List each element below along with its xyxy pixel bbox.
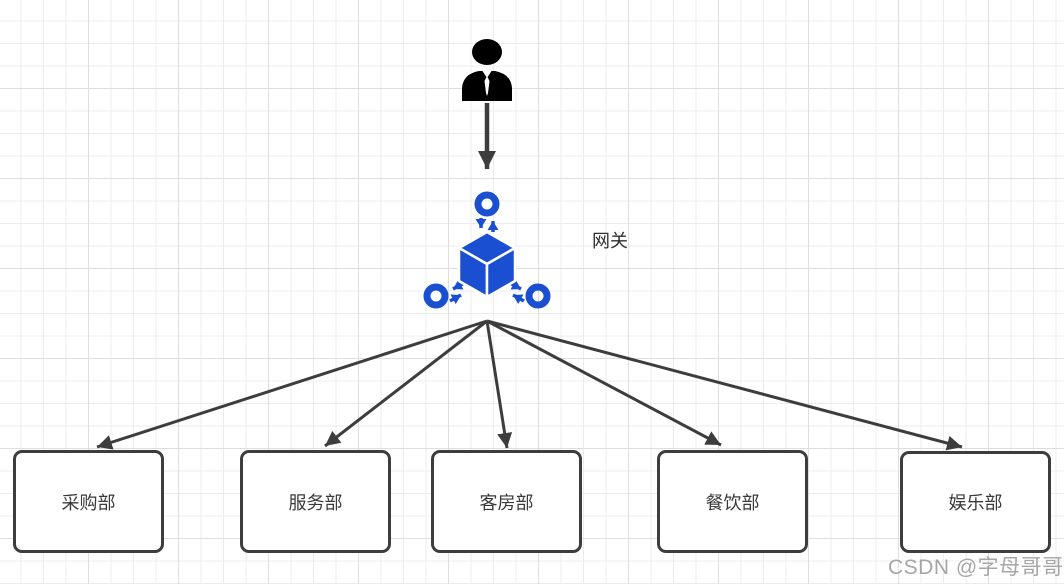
dept-box-canyin: 餐饮部 (657, 450, 808, 553)
dept-label: 餐饮部 (705, 492, 760, 513)
gateway-cube-icon (423, 191, 551, 309)
dept-box-fuwu: 服务部 (240, 450, 391, 553)
dept-box-caigou: 采购部 (13, 450, 164, 553)
gateway-label: 网关 (592, 231, 628, 251)
dept-label: 娱乐部 (948, 493, 1003, 513)
watermark: CSDN @字母哥哥 (888, 556, 1064, 579)
edge-gateway-to-dept-4 (486, 319, 722, 447)
gateway-port-left (423, 283, 449, 309)
edge-gateway-to-dept-3 (485, 320, 513, 449)
gateway-port-right (525, 283, 551, 309)
edge-gateway-to-dept-5 (486, 319, 963, 451)
dept-box-kefang: 客房部 (431, 450, 582, 553)
gateway-port-top (474, 191, 500, 217)
cube-shape (457, 230, 517, 299)
edge-gateway-to-dept-2 (324, 319, 488, 448)
user-icon (462, 39, 512, 101)
dept-label: 客房部 (479, 492, 534, 513)
edge-gateway-to-dept-1 (96, 319, 488, 450)
dept-box-yule: 娱乐部 (900, 451, 1051, 553)
dept-label: 采购部 (61, 492, 116, 513)
dept-label: 服务部 (288, 492, 343, 513)
